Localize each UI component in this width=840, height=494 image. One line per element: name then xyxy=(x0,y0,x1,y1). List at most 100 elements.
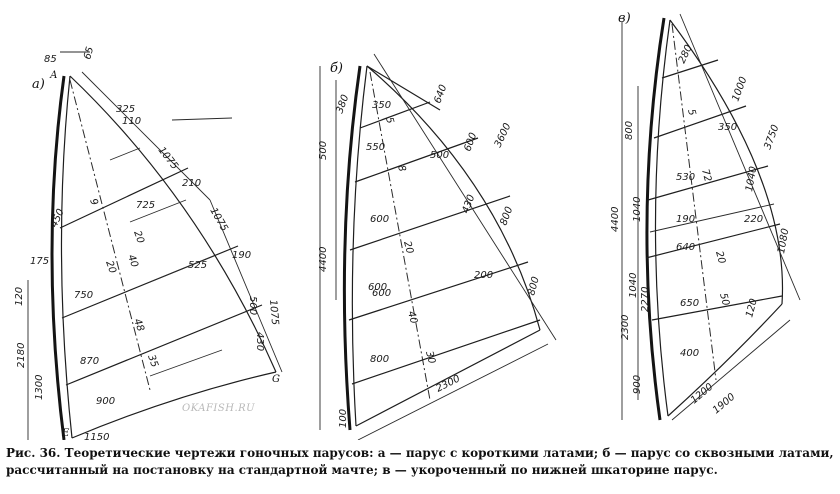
sail-b-dim: 600 xyxy=(372,288,391,299)
sail-c-dim: 72 xyxy=(699,168,713,183)
sail-b-dim: 600 xyxy=(368,282,387,293)
sail-c-dim: 650 xyxy=(680,298,699,309)
sail-c-dim: 1040 xyxy=(632,197,643,222)
watermark: OKAFISH.RU xyxy=(182,403,255,414)
sail-c-dim: 5 xyxy=(685,108,697,117)
sail-a-dim: 870 xyxy=(80,356,99,367)
sail-b-dim: 800 xyxy=(526,275,542,296)
sail-c-dim: 1080 xyxy=(776,228,791,255)
sail-a-dim: 65 xyxy=(82,46,96,61)
sail-c-foot xyxy=(667,303,783,417)
sail-c-dim: 400 xyxy=(680,348,699,359)
sail-a-dim: 1300 xyxy=(34,375,45,400)
sail-c-luff xyxy=(654,19,671,417)
sail-c-dim: 4400 xyxy=(610,207,621,232)
sail-b-label: б) xyxy=(330,61,343,76)
sail-c-mast xyxy=(645,17,666,421)
sail-c-dim: 350 xyxy=(718,122,737,133)
sail-a-batten xyxy=(65,304,263,386)
sail-a-dim: 175 xyxy=(30,256,49,267)
sail-a-dim: 1075 xyxy=(207,206,229,234)
sail-c-dim: 2300 xyxy=(620,315,631,340)
sail-c-diagonal xyxy=(671,23,717,381)
sail-a-dim: 190 xyxy=(232,250,251,261)
sail-a-batten-pocket xyxy=(149,349,223,377)
sail-a-dim: 1150 xyxy=(84,432,109,440)
sail-b-batten xyxy=(348,261,529,321)
sail-c: в) 280 1000 800 5 350 3750 530 1040 72 1… xyxy=(610,11,801,421)
sail-c-batten-pocket xyxy=(649,203,775,233)
sail-b-dim: 640 xyxy=(432,83,449,105)
sail-c-dim: 220 xyxy=(744,214,763,225)
sail-a-dim: 1075 xyxy=(156,145,180,172)
sail-b-dim: 3600 xyxy=(493,122,514,150)
sail-a-batten-pocket xyxy=(149,255,215,283)
sail-a-dim: 210 xyxy=(182,178,201,189)
sail-c-dim: 640 xyxy=(676,242,695,253)
sail-b-batten xyxy=(359,101,431,129)
sail-c-dim: 20 xyxy=(713,250,727,265)
sail-b-foot xyxy=(355,329,541,427)
sail-c-dim: 280 xyxy=(677,43,695,65)
sail-a-dim-line xyxy=(171,117,233,121)
sail-a-dim: 750 xyxy=(74,290,93,301)
sail-a-dim-line xyxy=(209,199,283,373)
sail-c-dim: 50 xyxy=(717,292,731,307)
sail-c-batten xyxy=(651,295,783,321)
sail-c-dim: 900 xyxy=(632,375,643,394)
sail-c-batten xyxy=(653,105,747,139)
sail-b-dim: 800 xyxy=(498,205,515,227)
sail-b-dim: 500 xyxy=(430,150,449,161)
sail-c-dim: 800 xyxy=(624,121,635,140)
sail-a-dim: 120 xyxy=(14,287,25,306)
sail-a-mast xyxy=(50,75,66,440)
sail-a-point-clew: G xyxy=(272,374,280,385)
sail-c-dim: 530 xyxy=(676,172,695,183)
sail-b-dim: 4400 xyxy=(318,247,329,272)
sail-a-dim: 20 xyxy=(131,229,146,245)
sail-a-dim: 500 xyxy=(247,296,258,315)
sail-a-dim: 725 xyxy=(136,200,155,211)
sail-b-dim: 5 xyxy=(383,116,395,125)
sail-b-dim: 30 xyxy=(423,350,437,365)
sail-a-dim: 20 xyxy=(103,259,118,275)
sail-c-dim-line xyxy=(679,13,801,301)
sail-c-dim: 190 xyxy=(676,214,695,225)
sail-a-dim: 525 xyxy=(188,260,207,271)
sail-b-dim: 350 xyxy=(372,100,391,111)
sail-b-dim: 380 xyxy=(334,93,351,115)
sail-c-dim: 1040 xyxy=(628,273,639,298)
sail-b-dim: 500 xyxy=(318,141,329,160)
sail-c-dim: 120 xyxy=(744,297,760,318)
sail-a: а) 85 65 А 325 110 1075 210 725 1075 190 xyxy=(14,46,283,440)
sail-c-dim: 2270 xyxy=(640,287,651,312)
sail-a-dim-line xyxy=(81,71,211,201)
sail-b-dim: 100 xyxy=(338,409,349,428)
sail-a-dim: 2180 xyxy=(16,343,27,368)
sail-a-batten xyxy=(59,167,189,229)
sail-b-batten xyxy=(351,319,541,385)
sail-c-dim: 3750 xyxy=(762,123,781,151)
sail-c-dim: 1040 xyxy=(744,166,759,193)
sail-b-dim: 800 xyxy=(370,354,389,365)
sail-drawings: а) 85 65 А 325 110 1075 210 725 1075 190 xyxy=(14,11,801,440)
sail-b-batten xyxy=(349,195,511,251)
sail-c-batten xyxy=(661,59,719,79)
sail-a-dim: 430 xyxy=(254,332,265,351)
sail-a-diagonal xyxy=(69,79,151,391)
sail-b-dim: 600 xyxy=(462,131,479,153)
sail-a-leech xyxy=(69,75,277,373)
sail-b-dim: 600 xyxy=(370,214,389,225)
sail-b-dim: 2300 xyxy=(434,373,462,394)
sail-b-dim: 200 xyxy=(474,270,493,281)
sail-c-label: в) xyxy=(618,11,631,26)
sail-a-batten-pocket xyxy=(129,199,187,223)
sail-b-dim: 550 xyxy=(366,142,385,153)
sail-c-batten xyxy=(647,165,769,201)
sail-c-leech xyxy=(669,19,784,305)
sail-a-foot xyxy=(71,371,277,439)
sail-c-dim-line xyxy=(671,319,791,421)
sail-b-leech xyxy=(366,65,541,331)
sail-a-luff xyxy=(60,75,73,439)
